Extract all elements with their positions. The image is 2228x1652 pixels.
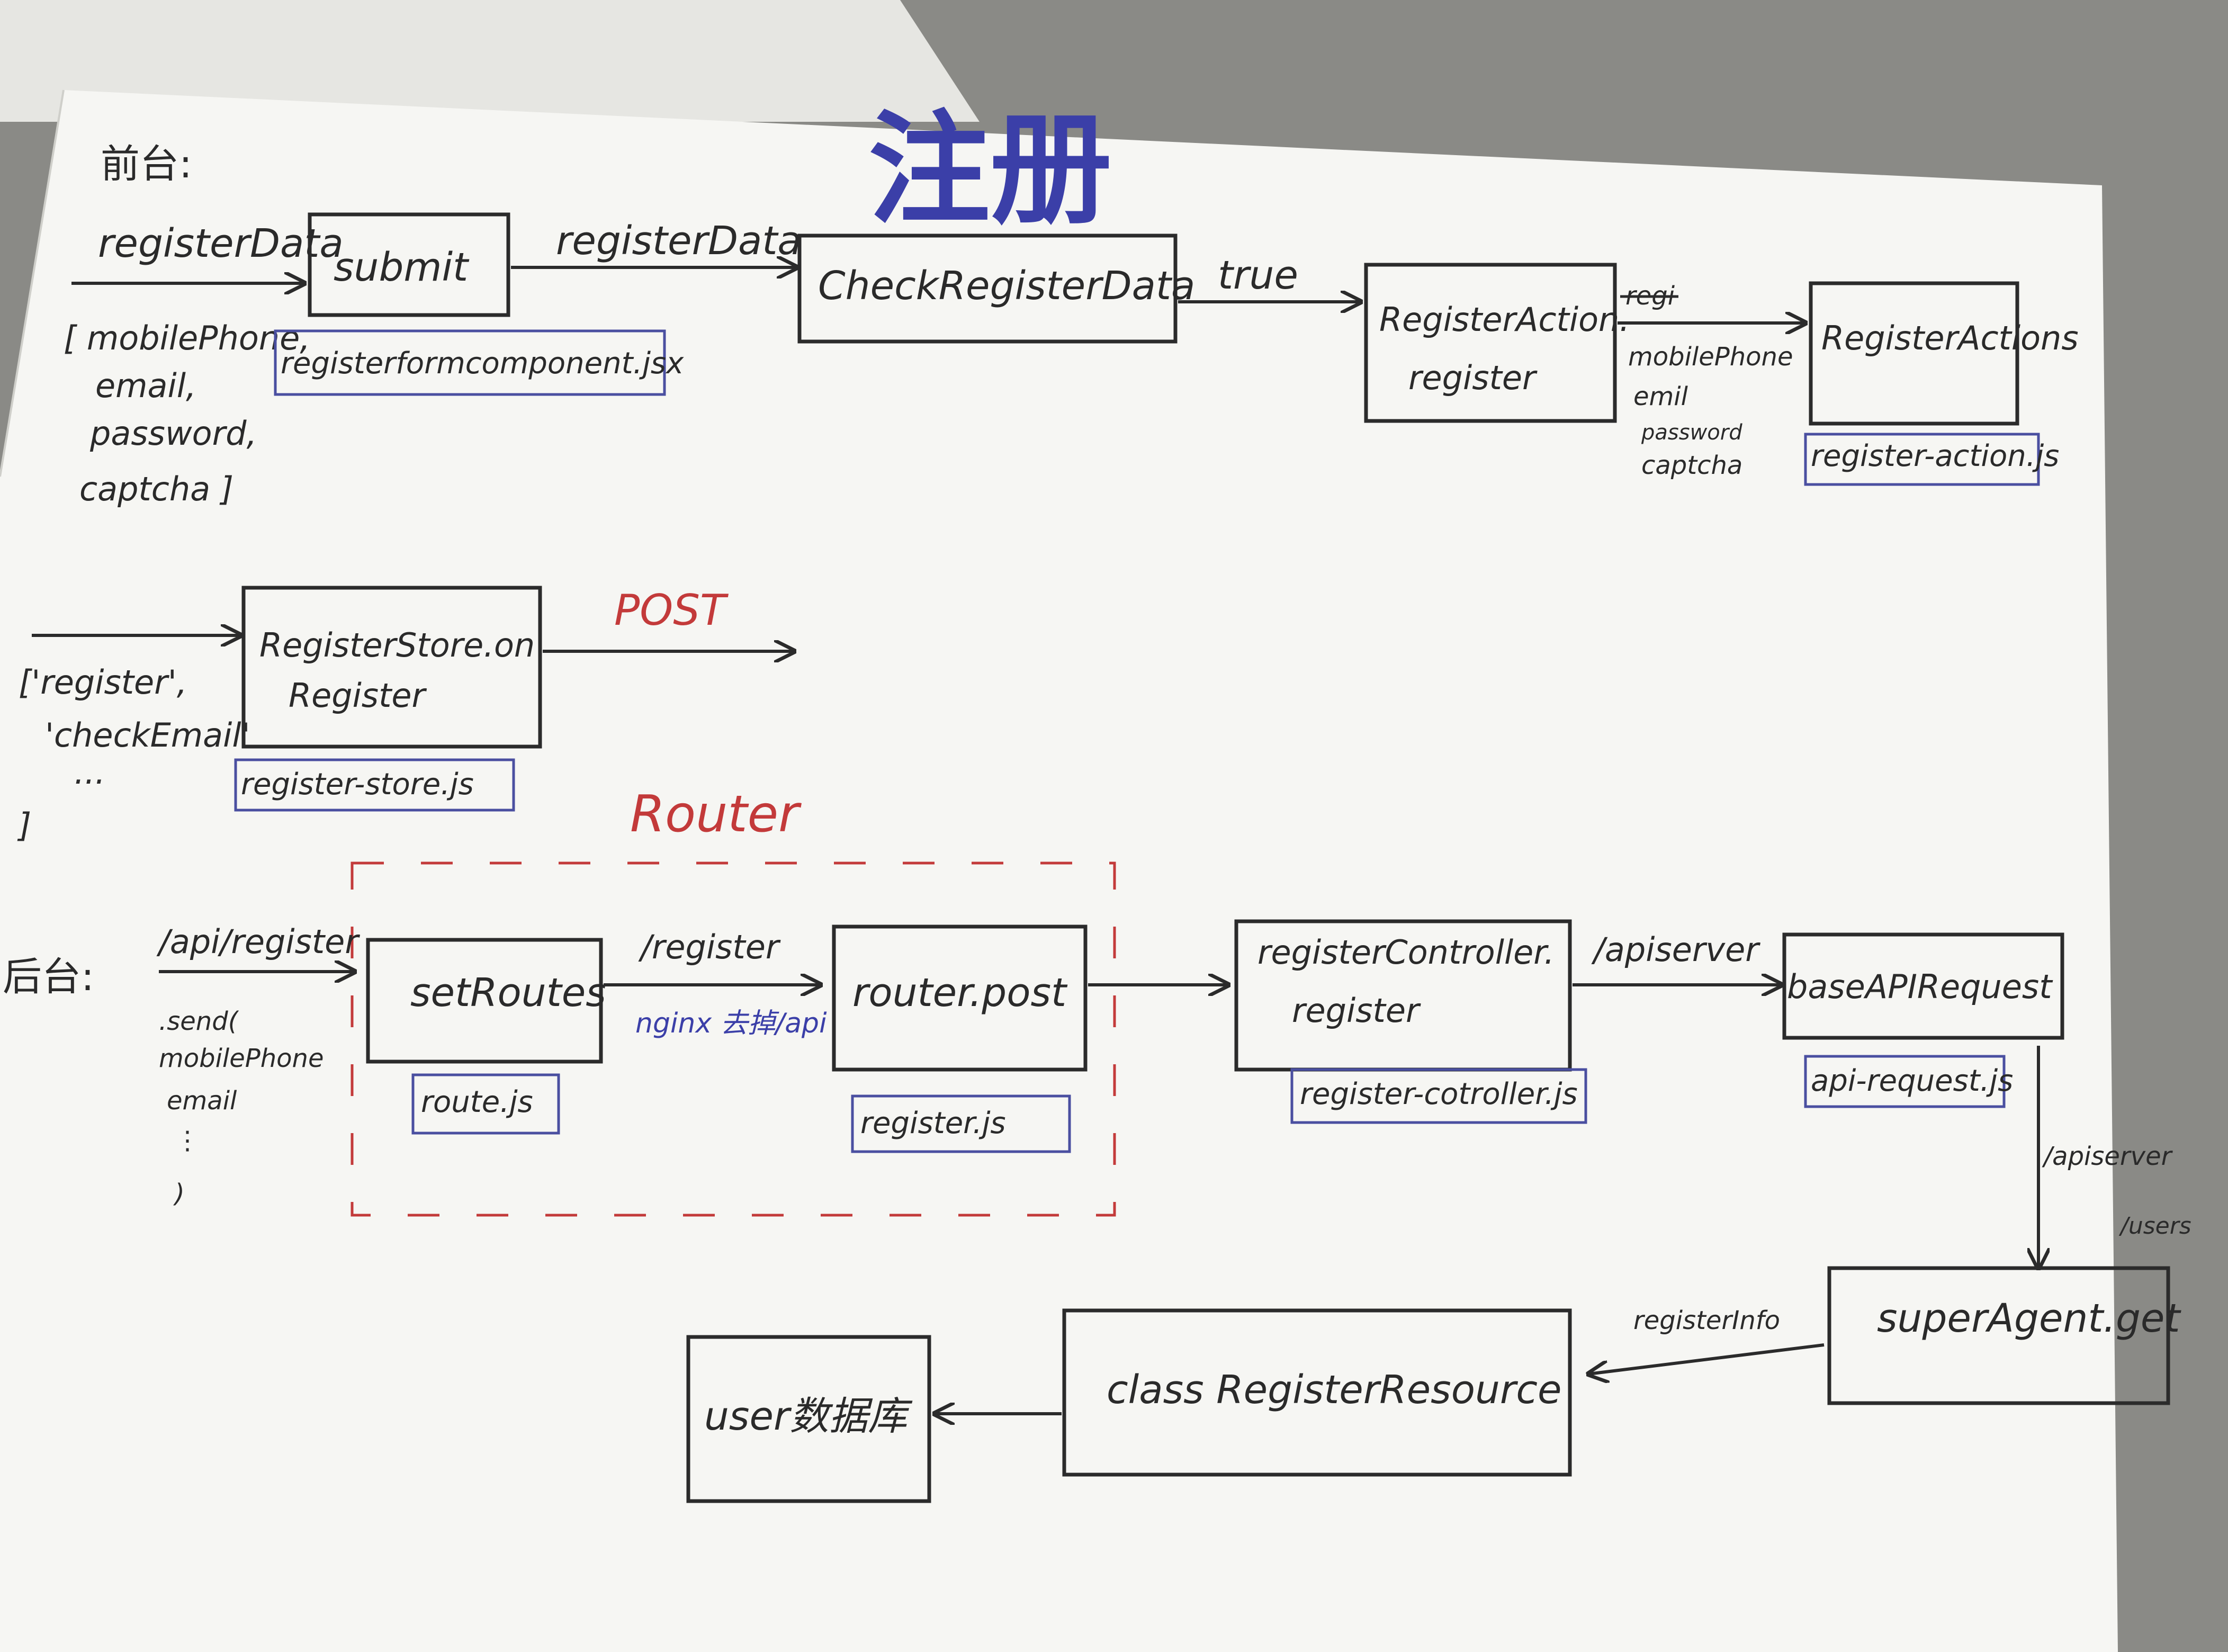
send-field-1: mobilePhone [159,1044,324,1073]
edge-action-field-1: emil [1633,382,1688,411]
backend-section-label: 后台: [3,954,94,1000]
set-routes-file-box [411,1073,560,1135]
action-box [1364,263,1617,423]
base-api-box [1782,932,2064,1040]
controller-file-box [1290,1068,1587,1124]
input-field-0: [ mobilePhone, [64,319,310,357]
controller-line1: registerController. [1257,933,1555,972]
action-line2: register [1408,358,1538,397]
router-label: Router [630,785,802,843]
page-title: 注册 [868,100,1112,241]
input-field-2: password, [89,414,257,453]
actions-file: register-action.js [1811,439,2059,473]
base-api-label: baseAPIRequest [1787,967,2053,1006]
edge-apiserver-label: /apiserver [1591,930,1760,969]
nginx-note: nginx 去掉/api [635,1008,827,1039]
submit-file: registerformcomponent.jsx [281,346,684,381]
edge-action-field-2: password [1641,420,1742,445]
input-label: registerData [98,221,344,266]
input-field-1: email, [95,366,196,405]
frontend-section-label: 前台: [101,141,192,187]
store-line1: RegisterStore.on [259,626,535,665]
edge-apiserver-users-0: /apiserver [2042,1142,2173,1171]
super-agent-label: superAgent.get [1877,1296,2181,1341]
router-post-file-box [851,1094,1071,1153]
check-box [797,234,1178,344]
send-field-0: .send( [159,1007,239,1036]
base-api-file-box [1804,1055,2006,1108]
actions-file-box [1804,433,2040,486]
input-field-3: captcha ] [79,470,233,508]
edge-check-action-label: true [1218,253,1298,298]
store-input-1: 'checkEmail' [45,716,250,755]
controller-line2: register [1292,991,1421,1030]
resource-label: class RegisterResource [1107,1367,1562,1413]
submit-label: submit [334,245,470,290]
store-input-0: ['register', [19,663,187,702]
controller-file: register-cotroller.js [1300,1077,1578,1111]
edge-register-info-label: registerInfo [1633,1306,1780,1335]
api-label: /api/register [156,922,360,961]
store-input-3: ] [17,806,31,845]
edge-post-label: POST [614,586,729,635]
edge-register-info [1588,1343,1825,1374]
edge-register-label: /register [638,928,781,966]
actions-box [1809,281,2019,426]
submit-box [308,212,510,317]
router-post-box [832,924,1088,1072]
store-file: register-store.js [241,767,474,802]
action-line1: RegisterAction. [1379,300,1630,339]
send-field-4: ) [173,1179,185,1208]
super-agent-box [1827,1266,2170,1405]
store-line2: Register [289,676,427,715]
router-post-file: register.js [860,1106,1006,1141]
edge-submit-check-label: registerData [556,218,802,264]
actions-label: RegisterActions [1821,319,2079,357]
send-field-2: email [167,1086,237,1116]
set-routes-label: setRoutes [410,970,606,1016]
base-api-file: api-request.js [1811,1064,2013,1098]
edge-apiserver-users-1: /users [2118,1213,2191,1240]
store-input-2: ... [74,753,105,792]
send-field-3: ⋮ [175,1126,200,1155]
set-routes-file: route.js [421,1085,533,1119]
store-file-box [234,758,515,812]
router-post-label: router.post [852,970,1068,1016]
user-data-box [686,1335,931,1503]
edge-action-field-3: captcha [1641,451,1742,480]
user-data-label: user数据库 [704,1394,913,1439]
set-routes-box [366,938,603,1064]
edge-action-field-0: mobilePhone [1628,342,1793,372]
resource-box [1062,1308,1572,1477]
store-box [241,586,542,749]
check-label: CheckRegisterData [818,263,1195,309]
submit-file-box [274,329,666,396]
